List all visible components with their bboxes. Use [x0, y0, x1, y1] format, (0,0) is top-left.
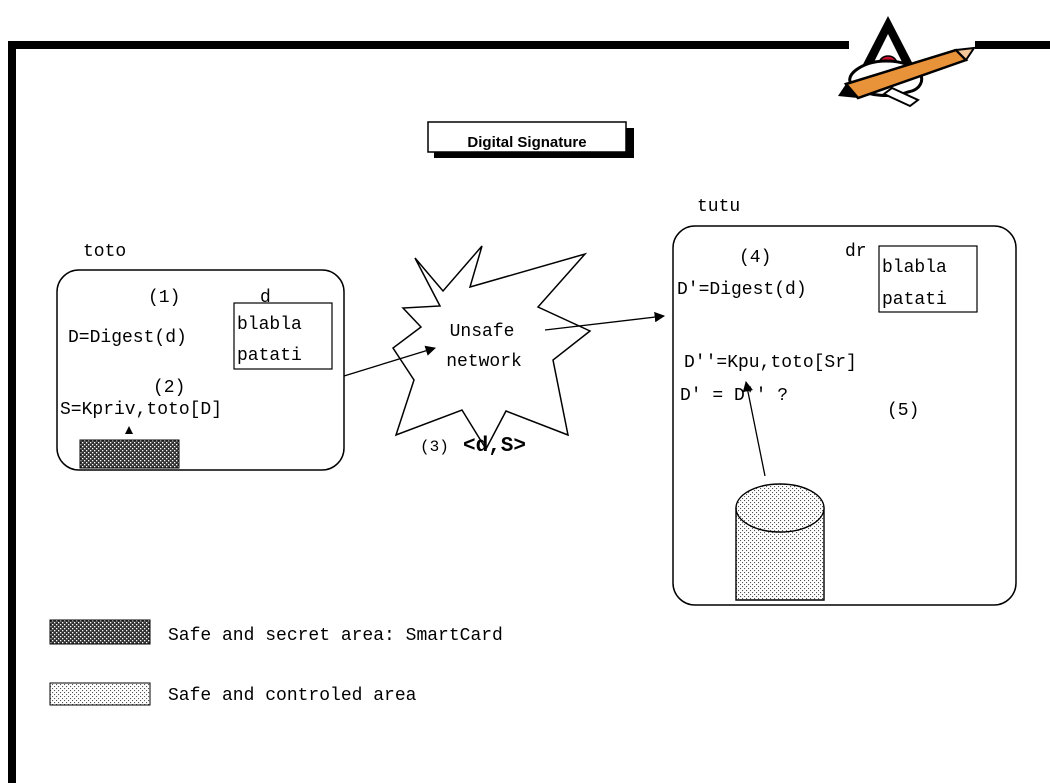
receiver-document-line-2: patati	[882, 290, 947, 310]
receiver-document	[878, 245, 978, 313]
step-2-label: (2)	[153, 378, 185, 398]
receiver-document-label: dr	[845, 242, 867, 262]
receive-arrow	[544, 311, 666, 331]
network-label-line-1: Unsafe	[450, 322, 515, 342]
controlled-storage-cylinder	[735, 483, 825, 601]
sender-document-label: d	[260, 288, 271, 308]
receiver-compare-formula: D' = D'' ?	[680, 386, 788, 406]
step-1-label: (1)	[148, 288, 180, 308]
receiver-verify-formula: D''=Kpu,toto[Sr]	[684, 353, 857, 373]
sender-name: toto	[83, 242, 126, 262]
duke-pencil-icon	[838, 16, 977, 108]
receiver-name: tutu	[697, 197, 740, 217]
step-4-label: (4)	[739, 248, 771, 268]
sender-digest-formula: D=Digest(d)	[68, 328, 187, 348]
diagram-title: Digital Signature	[467, 134, 586, 151]
legend-secret-swatch	[49, 619, 151, 645]
smartcard-area	[79, 439, 180, 469]
step-3-label: (3)	[420, 438, 449, 456]
sender-document	[233, 302, 333, 370]
public-key-arrow	[742, 380, 766, 477]
title-box: Digital Signature	[427, 121, 634, 158]
smartcard-arrow	[125, 426, 133, 434]
sender-signature-formula: S=Kpriv,toto[D]	[60, 400, 222, 420]
legend-controlled-label: Safe and controled area	[168, 686, 417, 706]
network-label-line-2: network	[446, 352, 522, 372]
unsafe-network-cloud	[391, 245, 592, 451]
transmitted-message: <d,S>	[463, 435, 526, 458]
slide-frame	[8, 41, 1050, 783]
sender-document-line-1: blabla	[237, 315, 302, 335]
legend-controlled-swatch	[49, 682, 151, 706]
step-5-label: (5)	[887, 401, 919, 421]
sender-document-line-2: patati	[237, 346, 302, 366]
send-arrow	[343, 345, 436, 377]
receiver-digest-formula: D'=Digest(d)	[677, 280, 807, 300]
receiver-document-line-1: blabla	[882, 258, 947, 278]
legend-secret-label: Safe and secret area: SmartCard	[168, 626, 503, 646]
